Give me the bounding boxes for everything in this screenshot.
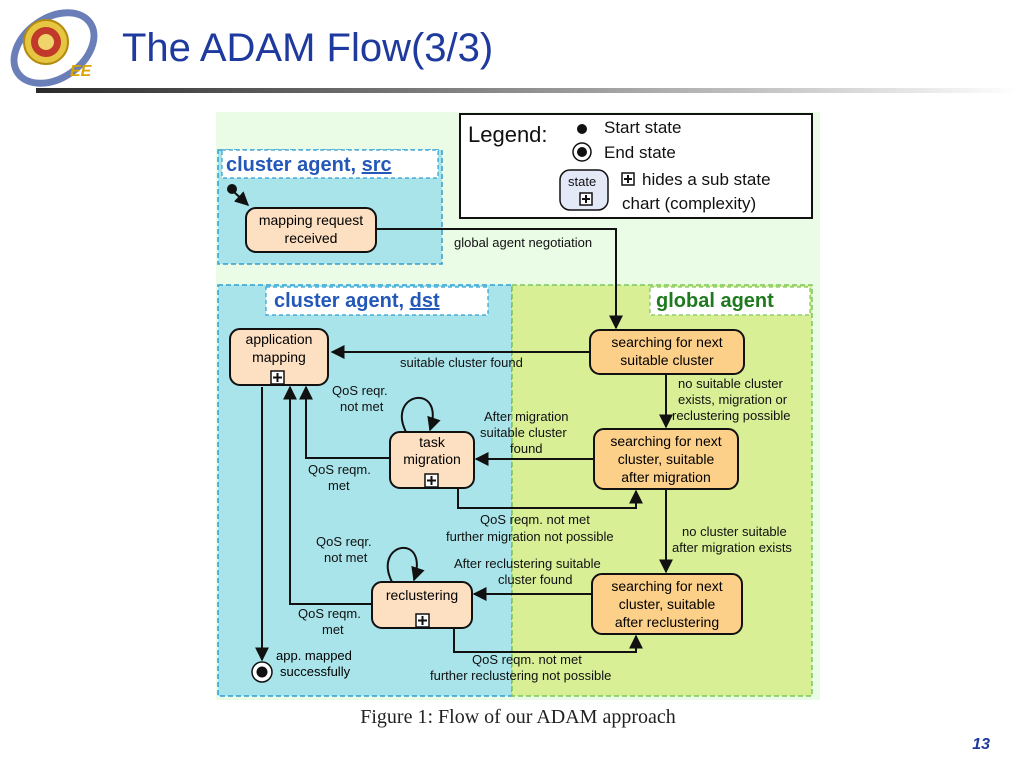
- arrow-reclustering-not-possible: [453, 628, 643, 653]
- svg-text:migration: migration: [403, 451, 461, 467]
- label-qos-not-met: QoS reqr.: [332, 383, 388, 398]
- university-logo: EE: [10, 9, 98, 87]
- label-no-suitable: reclustering possible: [672, 408, 791, 423]
- svg-text:task: task: [419, 434, 446, 450]
- adam-flow-diagram: cluster agent, src cluster agent, dst gl…: [216, 112, 820, 700]
- label-reclustering-not-possible: further reclustering not possible: [430, 668, 611, 683]
- label-no-cluster-after-migration: no cluster suitable: [682, 524, 787, 539]
- svg-text:after migration: after migration: [621, 469, 710, 485]
- svg-text:after reclustering: after reclustering: [615, 614, 719, 630]
- svg-text:searching for next: searching for next: [611, 334, 722, 350]
- legend-state-label: state: [568, 174, 596, 189]
- label-after-reclustering-found: cluster found: [498, 572, 572, 587]
- label-qos-met: met: [328, 478, 350, 493]
- svg-text:cluster, suitable: cluster, suitable: [618, 451, 715, 467]
- svg-text:received: received: [285, 230, 338, 246]
- legend-hides-2: chart (complexity): [622, 194, 756, 213]
- state-search-next: searching for next suitable cluster: [589, 329, 745, 375]
- label-after-migration-found: found: [510, 441, 543, 456]
- state-search-migration: searching for next cluster, suitable aft…: [593, 428, 739, 490]
- arrow-global-negotiation: [376, 228, 623, 330]
- label-qos-not-met: not met: [340, 399, 384, 414]
- svg-text:searching for next: searching for next: [610, 433, 721, 449]
- state-reclustering: reclustering: [371, 581, 473, 629]
- end-state-label: app. mapped: [276, 648, 352, 663]
- label-after-reclustering-found: After reclustering suitable: [454, 556, 601, 571]
- state-application-mapping: application mapping: [229, 328, 329, 386]
- label-reclustering-not-possible: QoS reqm. not met: [472, 652, 582, 667]
- svg-text:suitable cluster: suitable cluster: [620, 352, 714, 368]
- figure-caption: Figure 1: Flow of our ADAM approach: [360, 706, 676, 728]
- start-state-icon: [577, 124, 587, 134]
- state-mapping-request: mapping request received: [245, 207, 377, 253]
- svg-text:reclustering: reclustering: [386, 587, 458, 603]
- svg-text:mapping request: mapping request: [259, 212, 363, 228]
- dst-region-label: cluster agent, dst: [274, 290, 440, 312]
- arrow-migration-not-possible: [457, 488, 643, 509]
- arrow-qos-not-met-loop-reclustering: [386, 546, 425, 583]
- label-no-suitable: no suitable cluster: [678, 376, 783, 391]
- label-migration-not-possible: further migration not possible: [446, 529, 614, 544]
- arrow-qos-met-reclustering: [283, 385, 372, 605]
- legend-start: Start state: [604, 118, 681, 137]
- svg-text:searching for next: searching for next: [611, 578, 722, 594]
- label-suitable-found: suitable cluster found: [400, 355, 523, 370]
- legend-title: Legend:: [468, 122, 548, 147]
- arrow-qos-not-met-loop-migration: [400, 396, 441, 433]
- arrow-qos-met-migration: [299, 385, 390, 459]
- svg-text:cluster, suitable: cluster, suitable: [619, 596, 716, 612]
- state-search-reclustering: searching for next cluster, suitable aft…: [591, 573, 743, 635]
- svg-text:mapping: mapping: [252, 349, 306, 365]
- logo-text: EE: [70, 63, 93, 80]
- label-qos-met: QoS reqm.: [308, 462, 371, 477]
- label-global-negotiation: global agent negotiation: [454, 235, 592, 250]
- label-qos-not-met: not met: [324, 550, 368, 565]
- label-qos-met: QoS reqm.: [298, 606, 361, 621]
- label-migration-not-possible: QoS reqm. not met: [480, 512, 590, 527]
- label-after-migration-found: suitable cluster: [480, 425, 567, 440]
- src-region-label: cluster agent, src: [226, 154, 392, 176]
- label-no-cluster-after-migration: after migration exists: [672, 540, 792, 555]
- state-task-migration: task migration: [389, 431, 475, 489]
- global-region-label: global agent: [656, 290, 774, 312]
- page-number: 13: [972, 736, 990, 753]
- slide-title: The ADAM Flow(3/3): [122, 26, 494, 70]
- legend: Legend: Start state End state state hide…: [459, 113, 813, 219]
- label-qos-met: met: [322, 622, 344, 637]
- legend-state-box: [559, 169, 609, 211]
- legend-end: End state: [604, 143, 676, 162]
- end-state-label: successfully: [280, 664, 351, 679]
- svg-text:application: application: [246, 331, 313, 347]
- title-underline: [36, 88, 1020, 93]
- label-qos-not-met: QoS reqr.: [316, 534, 372, 549]
- label-no-suitable: exists, migration or: [678, 392, 788, 407]
- legend-hides-1: hides a sub state: [642, 170, 771, 189]
- label-after-migration-found: After migration: [484, 409, 569, 424]
